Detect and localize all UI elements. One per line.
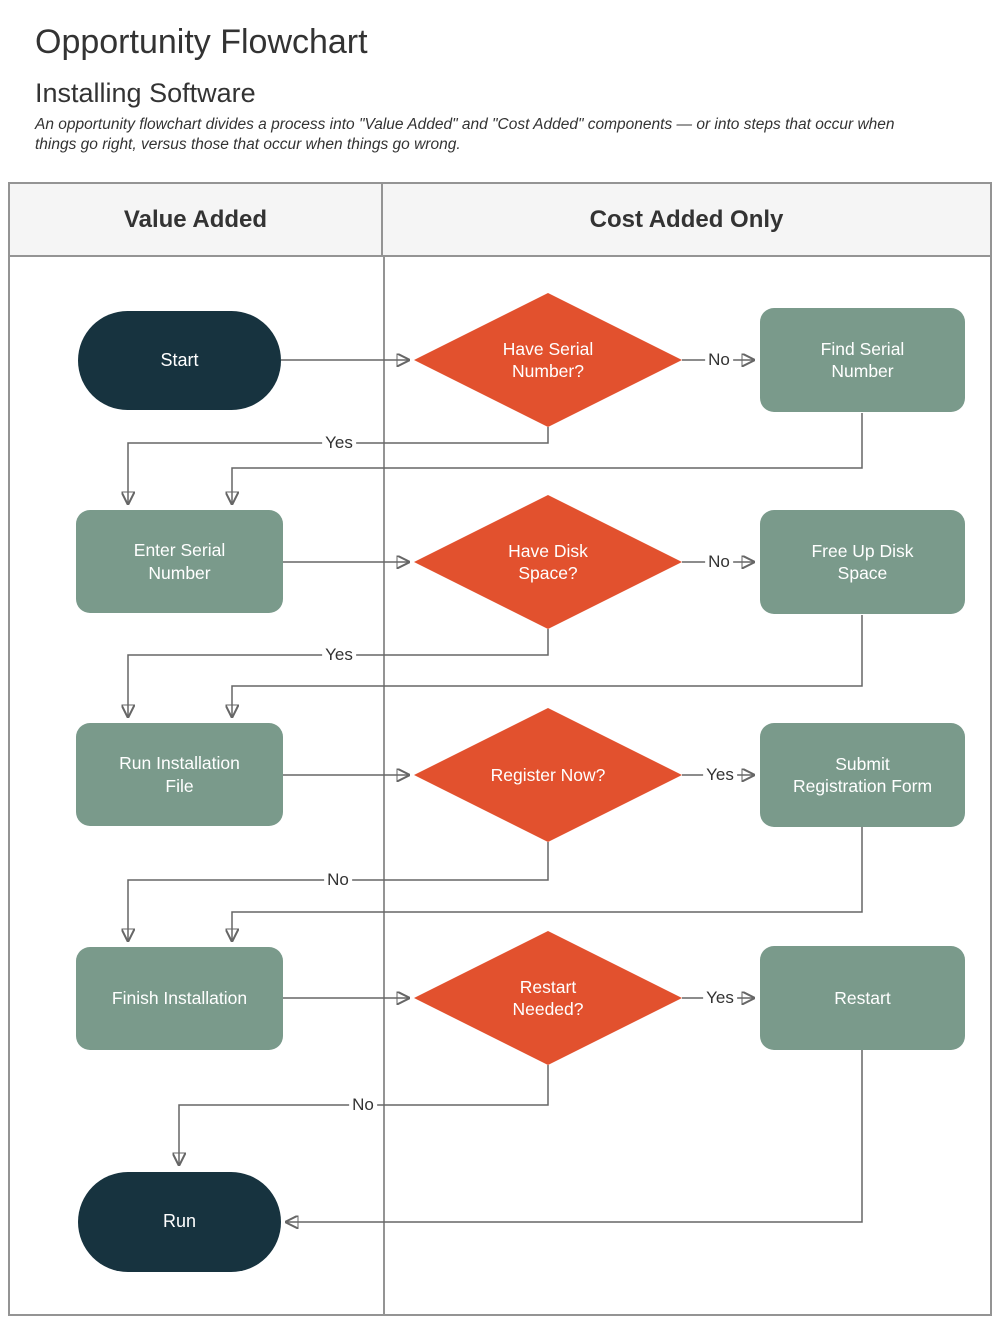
node-find-serial-number: Find Serial Number <box>760 308 965 412</box>
node-free-up-disk-space: Free Up Disk Space <box>760 510 965 614</box>
page-subtitle: Installing Software <box>35 77 256 108</box>
node-start: Start <box>78 311 281 410</box>
edge-restart-needed-no <box>179 1065 549 1166</box>
edge-label-have-serial-no: No <box>705 350 733 370</box>
edge-label-register-now-no: No <box>324 870 352 890</box>
node-restart: Restart <box>760 946 965 1050</box>
node-run: Run <box>78 1172 281 1272</box>
edge-label-have-disk-yes: Yes <box>322 645 356 665</box>
node-enter-serial-number: Enter Serial Number <box>76 510 283 613</box>
node-submit-registration-form: Submit Registration Form <box>760 723 965 827</box>
edge-have-disk-space-yes <box>128 629 549 718</box>
column-header-value-added: Value Added <box>10 184 383 255</box>
edge-label-restart-needed-no: No <box>349 1095 377 1115</box>
edge-submit-form-to-finish-installation <box>232 827 863 942</box>
edge-register-now-no <box>128 842 549 942</box>
column-header-cost-added-only: Cost Added Only <box>589 205 784 233</box>
node-finish-installation: Finish Installation <box>76 947 283 1050</box>
edge-find-serial-to-enter-serial <box>232 413 863 505</box>
lane-table-header: Value Added Cost Added Only <box>10 184 990 257</box>
edge-label-have-disk-no: No <box>705 552 733 572</box>
node-run-installation-file: Run Installation File <box>76 723 283 826</box>
column-divider <box>383 257 385 1314</box>
edge-label-restart-needed-yes: Yes <box>703 988 737 1008</box>
edge-label-have-serial-yes: Yes <box>322 433 356 453</box>
page-title: Opportunity Flowchart <box>35 23 368 61</box>
lane-table: Value Added Cost Added Only <box>8 182 992 1316</box>
page-description: An opportunity flowchart divides a proce… <box>35 116 895 154</box>
lane-table-body <box>10 257 990 1314</box>
edge-restart-to-run <box>285 1050 863 1222</box>
edge-label-register-now-yes: Yes <box>703 765 737 785</box>
edge-free-disk-to-run-installation <box>232 615 863 718</box>
document-header: Opportunity Flowchart Installing Softwar… <box>35 22 985 155</box>
